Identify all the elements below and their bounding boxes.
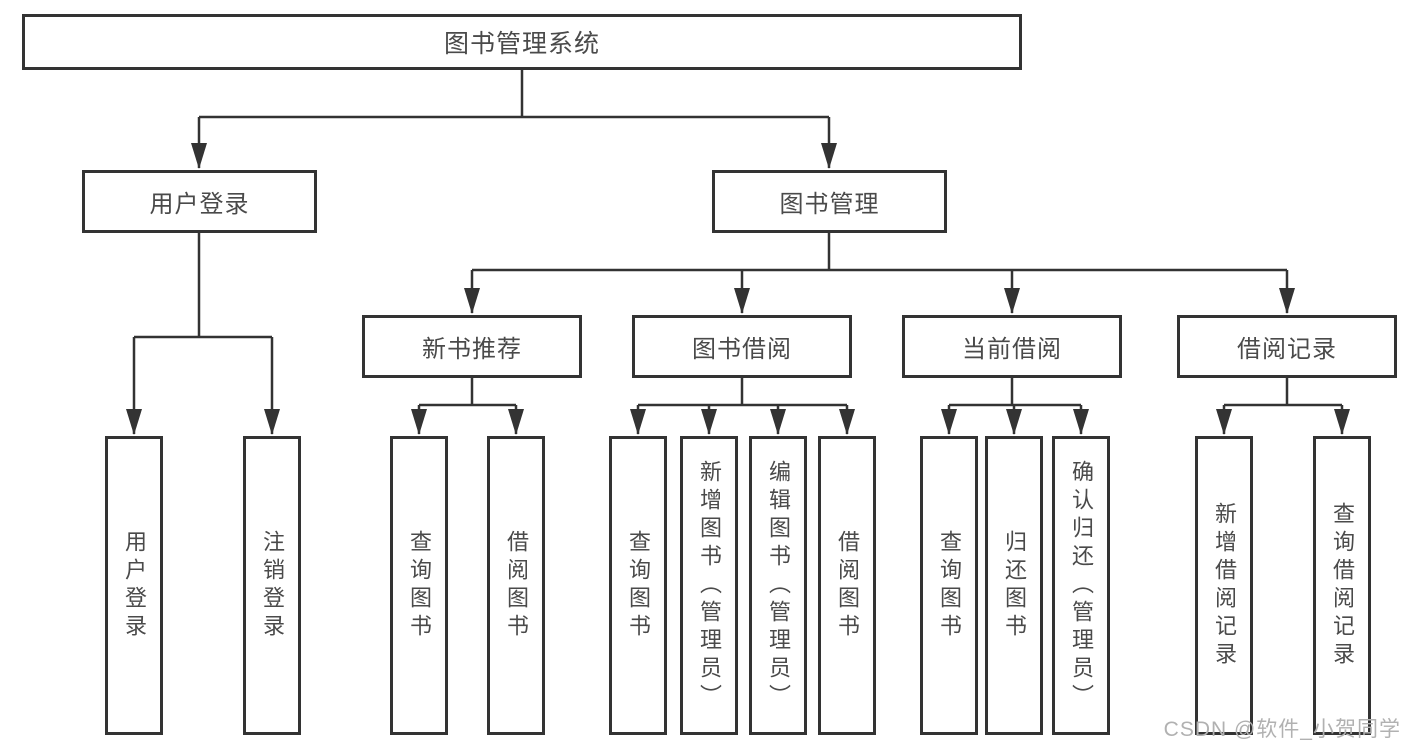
leaf-label: 确认归还（管理员） (1069, 459, 1094, 712)
leaf-label: 归还图书 (1002, 529, 1027, 642)
leaf-query-books-recommendation: 查询图书 (390, 436, 448, 735)
node-new-book-recommendation: 新书推荐 (362, 315, 582, 378)
leaf-label: 注销登录 (260, 529, 285, 642)
leaf-query-books-borrowing: 查询图书 (609, 436, 667, 735)
leaf-label: 借阅图书 (504, 529, 529, 642)
node-current-borrowing: 当前借阅 (902, 315, 1122, 378)
leaf-query-borrow-record: 查询借阅记录 (1313, 436, 1371, 735)
leaf-label: 查询图书 (937, 529, 962, 642)
leaf-label: 查询借阅记录 (1330, 501, 1355, 670)
leaf-user-login: 用户登录 (105, 436, 163, 735)
node-user-login: 用户登录 (82, 170, 317, 233)
leaf-label: 查询图书 (407, 529, 432, 642)
node-borrowing-records: 借阅记录 (1177, 315, 1397, 378)
leaf-label: 新增图书（管理员） (697, 459, 722, 712)
leaf-logout: 注销登录 (243, 436, 301, 735)
leaf-return-book: 归还图书 (985, 436, 1043, 735)
node-label: 图书管理 (779, 191, 880, 218)
node-label: 图书借阅 (692, 336, 792, 363)
node-label: 新书推荐 (422, 336, 522, 363)
leaf-borrow-books-recommendation: 借阅图书 (487, 436, 545, 735)
node-book-borrowing: 图书借阅 (632, 315, 852, 378)
leaf-label: 借阅图书 (835, 529, 860, 642)
leaf-edit-book-admin: 编辑图书（管理员） (749, 436, 807, 735)
node-label: 用户登录 (149, 191, 250, 218)
leaf-label: 编辑图书（管理员） (766, 459, 791, 712)
watermark: CSDN @软件_小贺同学 (1163, 718, 1401, 741)
leaf-query-books-current: 查询图书 (920, 436, 978, 735)
leaf-label: 新增借阅记录 (1212, 501, 1237, 670)
node-library-management-system: 图书管理系统 (22, 14, 1022, 70)
node-label: 当前借阅 (962, 336, 1062, 363)
leaf-add-book-admin: 新增图书（管理员） (680, 436, 738, 735)
node-label: 图书管理系统 (443, 30, 600, 58)
leaf-confirm-return-admin: 确认归还（管理员） (1052, 436, 1110, 735)
leaf-add-borrow-record: 新增借阅记录 (1195, 436, 1253, 735)
leaf-borrow-books: 借阅图书 (818, 436, 876, 735)
node-book-management: 图书管理 (712, 170, 947, 233)
leaf-label: 用户登录 (122, 529, 147, 642)
node-label: 借阅记录 (1237, 336, 1337, 363)
leaf-label: 查询图书 (626, 529, 651, 642)
